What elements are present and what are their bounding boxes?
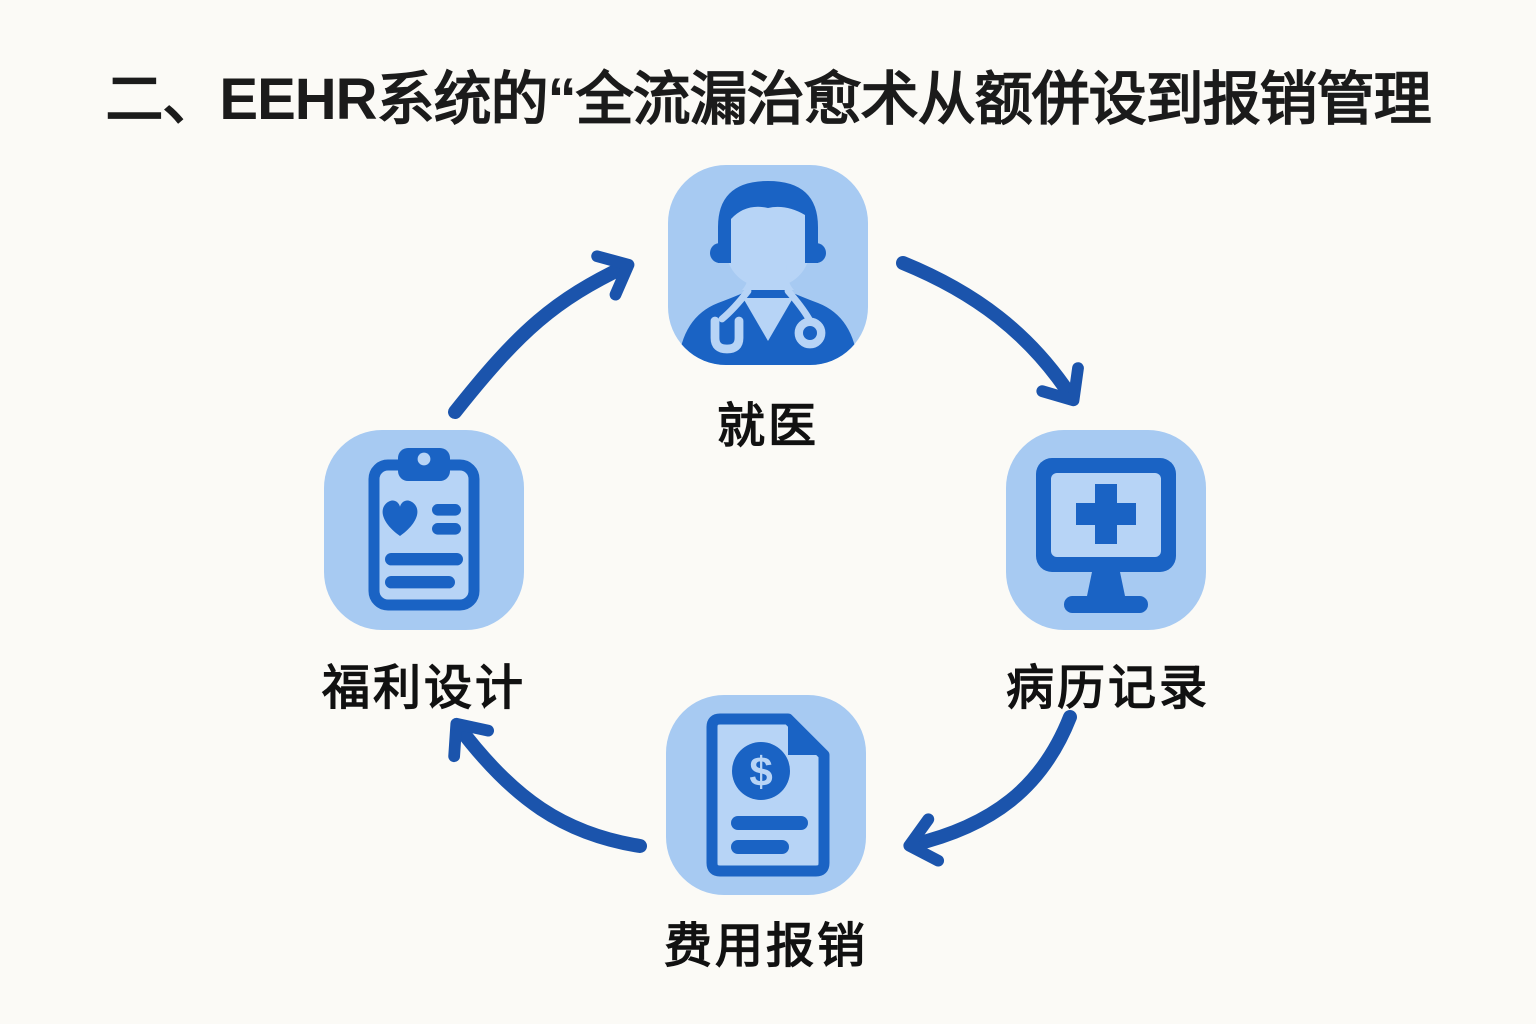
stethoscope-tube-left: [718, 287, 752, 323]
invoice-folded-corner: [788, 719, 824, 755]
node-tile-reimburse: $: [666, 695, 866, 895]
arrow-records-to-reimburse: [903, 710, 1077, 867]
stethoscope-earpiece: [710, 316, 744, 354]
doctor-hair: [718, 181, 818, 263]
node-label-benefits: 福利设计: [321, 662, 526, 715]
node-label-visit: 就医: [716, 400, 819, 453]
dollar-sign: $: [749, 748, 772, 795]
stethoscope-tube-right: [784, 287, 813, 323]
clipboard-long-line-2: [385, 576, 455, 589]
doctor-face: [726, 191, 810, 287]
page-title: 二、EEHR系统的“全流漏治愈术从额併设到报销管理: [105, 67, 1431, 132]
node-tile-records: [1006, 430, 1206, 630]
benefits-clipboard-icon: [368, 448, 480, 611]
monitor-stand: [1087, 572, 1125, 596]
medical-record-monitor-icon: [1036, 458, 1176, 613]
clipboard-short-line-1: [432, 504, 461, 516]
stethoscope-chestpiece: [794, 317, 826, 349]
invoice-line-1: [731, 816, 808, 830]
monitor-base: [1064, 596, 1148, 613]
node-label-records: 病历记录: [1005, 662, 1210, 715]
clipboard-clip-hole: [417, 452, 431, 466]
node-tile-visit: [668, 165, 868, 365]
arrow-reimburse-to-benefits: [448, 717, 647, 853]
expense-invoice-icon: $: [706, 713, 830, 877]
node-label-reimburse: 费用报销: [663, 920, 868, 973]
heart-icon: [382, 500, 418, 536]
doctor-neck: [742, 255, 794, 290]
arrow-visit-to-records: [896, 256, 1084, 407]
doctor-vneck: [743, 298, 793, 341]
medical-cross-icon: [1076, 484, 1136, 544]
invoice-line-2: [731, 840, 789, 854]
dollar-circle: [732, 742, 790, 800]
doctor-icon: [678, 181, 858, 365]
clipboard-long-line-1: [385, 553, 463, 566]
node-tile-benefits: [324, 430, 524, 630]
clipboard-short-line-2: [432, 523, 461, 535]
